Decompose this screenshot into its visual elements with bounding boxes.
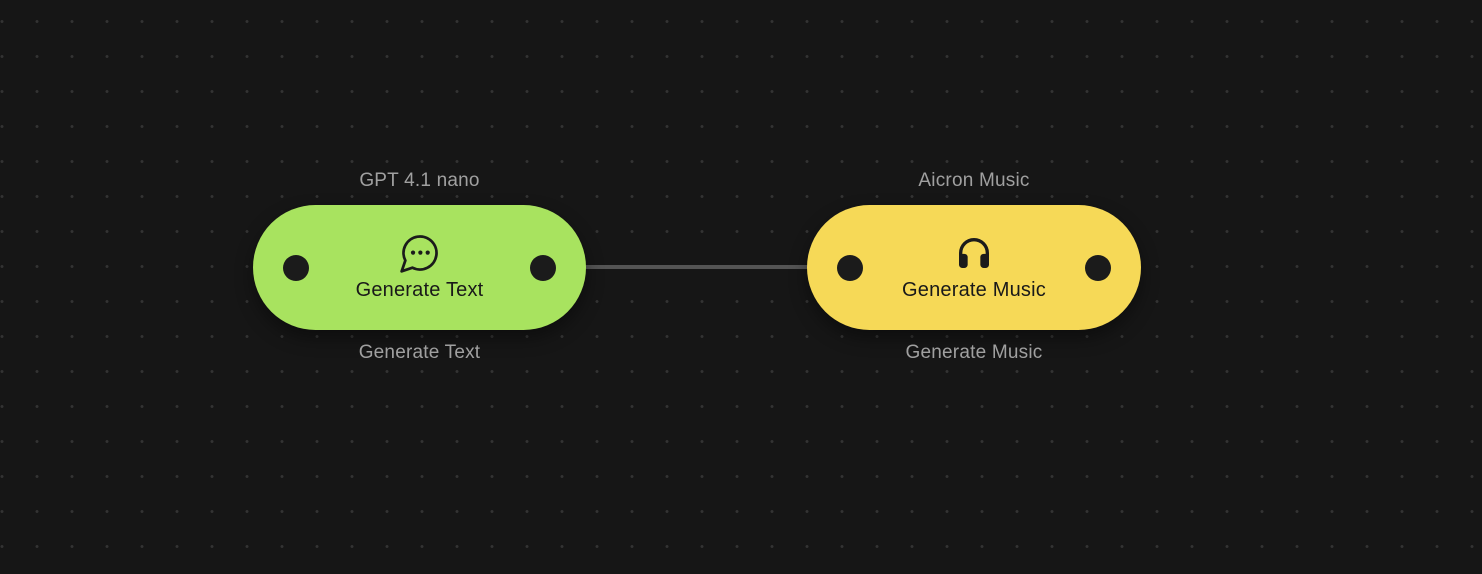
node-top-label-generate-text: GPT 4.1 nano (359, 170, 480, 191)
node-bottom-label-generate-music: Generate Music (905, 342, 1043, 363)
input-port-generate-music[interactable] (837, 254, 863, 281)
chat-bubble-icon (398, 231, 442, 275)
output-port-generate-text[interactable] (530, 254, 556, 281)
node-generate-text[interactable]: Generate Text (253, 205, 586, 330)
output-port-generate-music[interactable] (1085, 254, 1111, 281)
node-top-label-generate-music: Aicron Music (918, 170, 1030, 191)
headphones-icon (954, 231, 994, 275)
node-label-generate-music: Generate Music (902, 279, 1046, 301)
node-generate-music[interactable]: Generate Music (807, 205, 1141, 330)
input-port-generate-text[interactable] (283, 254, 309, 281)
node-label-generate-text: Generate Text (355, 279, 484, 301)
node-bottom-label-generate-text: Generate Text (358, 342, 481, 363)
